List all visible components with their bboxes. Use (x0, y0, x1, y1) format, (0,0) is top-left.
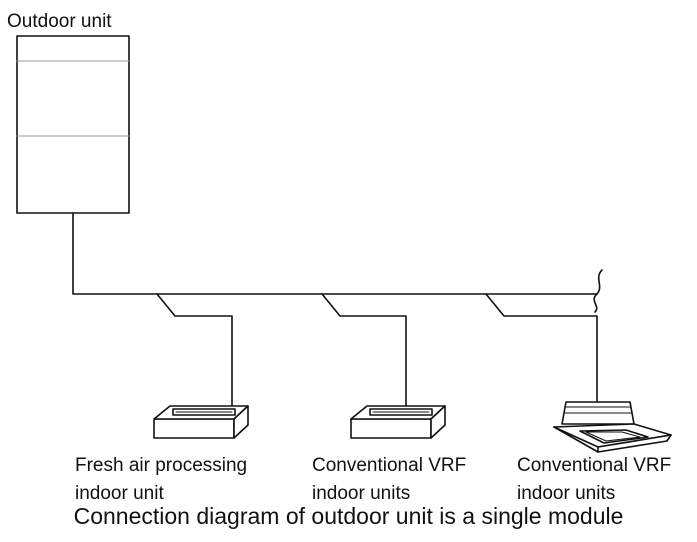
indoor-unit-label-2: Conventional VRF indoor units (312, 452, 466, 508)
indoor-unit-label-2-line2: indoor units (312, 483, 411, 504)
indoor-unit-label-1-line1: Fresh air processing (75, 455, 248, 476)
main-pipe (72, 212, 598, 295)
indoor-unit-label-3: Conventional VRF indoor units (517, 452, 671, 508)
cassette-unit-3 (553, 401, 672, 453)
indoor-unit-label-1: Fresh air processing indoor unit (75, 452, 247, 508)
ducted-unit-1 (153, 405, 249, 439)
branch-pipe-2 (321, 293, 407, 408)
branch-pipe-1 (156, 293, 233, 408)
indoor-unit-label-3-line1: Conventional VRF (517, 455, 672, 476)
indoor-unit-label-3-line2: indoor units (517, 483, 616, 504)
pipe-break-mark (593, 269, 603, 313)
outdoor-unit-cabinet (16, 35, 130, 214)
indoor-unit-label-1-line2: indoor unit (75, 483, 164, 504)
piping-drawing (16, 35, 672, 453)
outdoor-unit-label: Outdoor unit (7, 11, 112, 32)
ducted-unit-2 (350, 405, 446, 439)
diagram-caption: Connection diagram of outdoor unit is a … (73, 503, 624, 529)
indoor-unit-label-2-line1: Conventional VRF (312, 455, 467, 476)
branch-pipe-3 (485, 293, 598, 403)
